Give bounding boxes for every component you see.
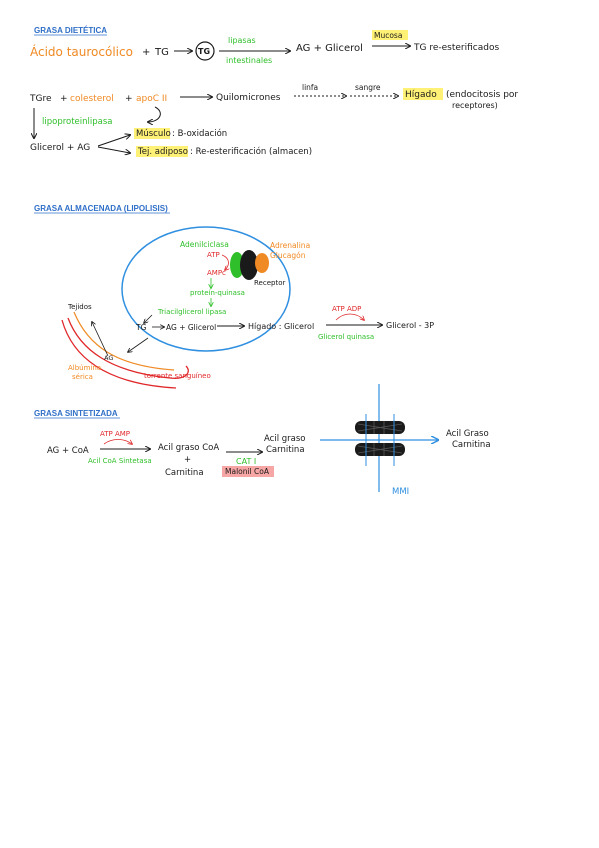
section-title-almacenada: GRASA ALMACENADA (LIPOLISIS) (34, 204, 168, 213)
arrow (97, 146, 130, 153)
section-title-dietetica: GRASA DIETÉTICA (34, 26, 107, 35)
acil-coa-sintetasa-label: Acil CoA Sintetasa (88, 457, 152, 465)
adipocyte-cell (121, 226, 291, 352)
ligand-shape (255, 253, 269, 273)
curved-arrow (335, 313, 364, 320)
highlight (136, 146, 188, 157)
lipoproteinlipasa-label: lipoproteinlipasa (42, 117, 113, 127)
tg-circle-label: TG (198, 47, 210, 56)
lipasas-label: lipasas (228, 36, 256, 45)
serica-label: sérica (72, 373, 93, 381)
ampc-label: AMPc (207, 269, 226, 277)
carnitina-label: Carnitina (165, 468, 204, 478)
tej-adiposo-label: Tej. adiposo (137, 147, 188, 157)
glicerol-ag-label: Glicerol + AG (30, 143, 90, 153)
plus-sign: + (60, 94, 68, 104)
curved-arrow (103, 439, 132, 445)
ag-glicerol: AG + Glicerol (296, 43, 363, 54)
mucosa-label: Mucosa (374, 31, 402, 40)
adenilciclasa-shape (230, 252, 244, 278)
highlight (222, 466, 274, 477)
receptores-label: receptores) (452, 101, 498, 110)
tej-adiposo-text: : Re-esterificación (almacen) (190, 146, 312, 157)
vessel-wall-inner (67, 317, 189, 379)
torrente-sanguineo-label: torrente sanguíneo (144, 372, 211, 380)
curved-arrow (221, 254, 228, 270)
endocitosis-label: (endocitosis por (446, 90, 518, 100)
glicerol-quinasa-label: Glicerol quinasa (318, 333, 374, 341)
glucagon-label: Glucagón (270, 251, 306, 260)
tejidos-label: Tejidos (67, 303, 92, 311)
acil-graso-coa-label: Acil graso CoA (158, 443, 219, 453)
atp-label: ATP (207, 251, 220, 259)
ag-label: AG (104, 354, 113, 362)
arrow (97, 135, 130, 147)
transporter-bottom (355, 443, 405, 456)
adrenalina-label: Adrenalina (270, 241, 310, 250)
higado-glicerol-label: Hígado : Glicerol (248, 322, 314, 331)
adenilciclasa-label: Adenilciclasa (180, 240, 229, 249)
albumina-label: Albúmina (68, 364, 101, 372)
vessel-wall-orange (73, 311, 175, 371)
ag-coa-label: AG + CoA (47, 446, 89, 456)
highlight (372, 30, 408, 40)
highlight (403, 88, 443, 100)
acil-graso-label: Acil graso (264, 434, 306, 444)
vessel-wall-outer (61, 319, 177, 389)
tg-reesterificados: TG re-esterificados (413, 43, 499, 53)
carnitina-label: Carnitina (452, 440, 491, 450)
section-title-sintetizada: GRASA SINTETIZADA (34, 409, 118, 418)
plus-sign: + (184, 455, 191, 465)
malonil-coa-label: Malonil CoA (225, 467, 270, 476)
intestinales-label: intestinales (226, 56, 272, 65)
acido-taurocolico: Ácido taurocólico (30, 44, 133, 59)
plus-sign: + (142, 47, 150, 58)
musculo-text: : B-oxidación (172, 128, 227, 139)
acil-graso-label: Acil Graso (446, 429, 489, 439)
arrow (92, 322, 109, 357)
transporter-top (355, 421, 405, 434)
ag-glicerol-label: AG + Glicerol (166, 323, 216, 332)
curved-arrow (148, 106, 161, 122)
quilomicrones-label: Quilomicrones (216, 93, 281, 103)
receptor-shape (240, 250, 258, 280)
tg-circle (195, 41, 215, 61)
mmi-label: MMI (392, 487, 409, 497)
linfa-label: linfa (302, 83, 318, 92)
higado-label: Hígado (405, 90, 437, 100)
sangre-label: sangre (355, 83, 381, 92)
atp-amp-label: ATP AMP (100, 430, 130, 438)
carnitina-label: Carnitina (266, 445, 305, 455)
receptor-label: Receptor (254, 279, 285, 287)
tg-label: TG (135, 323, 147, 332)
apocii-label: apoC II (136, 94, 167, 104)
arrow (128, 337, 149, 352)
colesterol-label: colesterol (70, 94, 114, 104)
tgre-label: TGre (29, 94, 52, 104)
plus-sign: + (125, 94, 133, 104)
tg-label: TG (154, 47, 169, 58)
arrow (144, 314, 153, 323)
triacilglicerol-lipasa-label: Triacilglicerol lipasa (157, 308, 226, 316)
proteinquinasa-label: proteín-quinasa (190, 289, 245, 297)
glicerol-3p-label: Glicerol - 3P (386, 321, 434, 330)
cat1-label: CAT I (236, 457, 256, 466)
highlight (134, 128, 170, 139)
musculo-label: Músculo (136, 129, 171, 139)
atp-adp-label: ATP ADP (332, 305, 361, 313)
